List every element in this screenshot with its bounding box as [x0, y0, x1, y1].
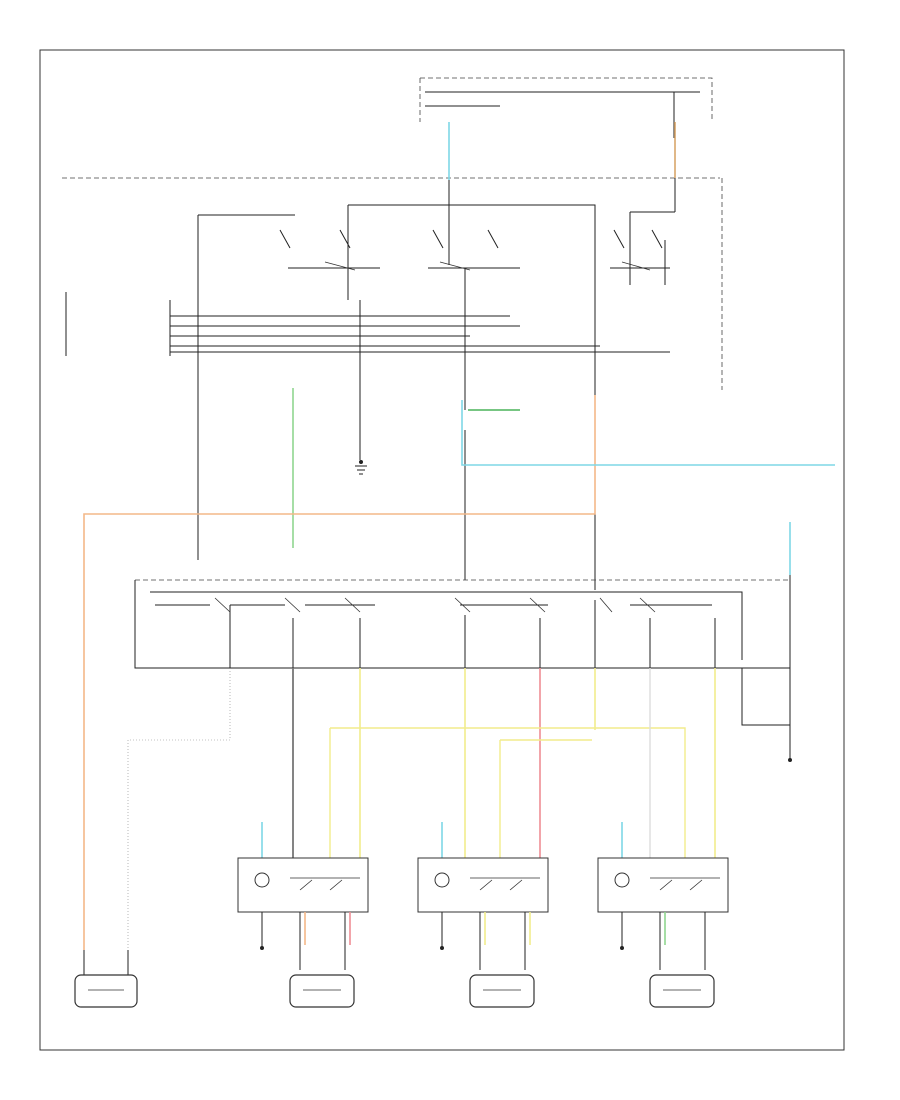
top-fuse-relay-block — [419, 77, 713, 138]
right-ground-node — [788, 758, 792, 762]
door-window-switch-1 — [237, 857, 369, 913]
switch-to-motor-drops — [83, 912, 706, 975]
door-window-switch-2 — [417, 857, 549, 913]
diagram-border — [39, 49, 845, 1051]
ground-node-3 — [620, 946, 624, 950]
window-motor-4 — [649, 974, 715, 1008]
orange-feed-wire — [83, 395, 596, 950]
yellow-cross-wire — [329, 727, 686, 858]
switch-bank-feeds — [197, 300, 596, 580]
window-motor-2 — [289, 974, 355, 1008]
window-motor-1 — [74, 974, 138, 1008]
left-drop-wire — [127, 668, 231, 950]
ground-node-1 — [260, 946, 264, 950]
light-blue-feed-wire — [461, 400, 835, 466]
left-connector-pins — [65, 292, 670, 356]
master-window-switch-bank — [134, 579, 790, 669]
relay-cluster — [197, 178, 676, 590]
door-window-switch-3 — [597, 857, 729, 913]
ground-node-2 — [440, 946, 444, 950]
ground-symbol — [355, 460, 367, 475]
window-motor-3 — [469, 974, 535, 1008]
right-ground-run — [741, 575, 791, 760]
